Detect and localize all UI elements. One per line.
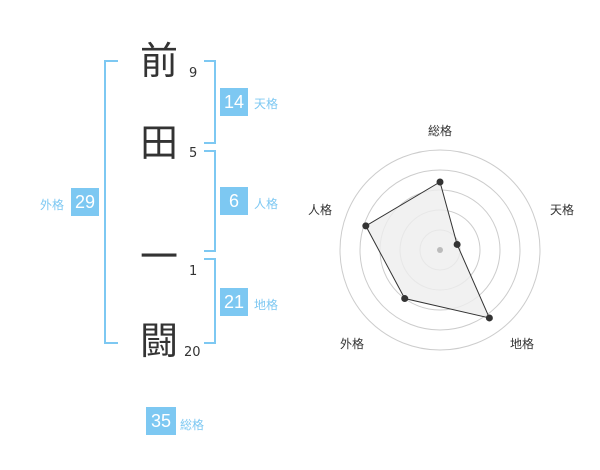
radar-point-5 [362, 222, 370, 230]
radar-point-4 [401, 295, 409, 303]
stroke-count-3: 1 [189, 264, 198, 279]
radar-label-chikaku: 地格 [510, 337, 535, 351]
stroke-count-1: 9 [189, 66, 198, 81]
radar-label-gaikaku: 外格 [340, 337, 365, 351]
jinkaku-label: 人格 [254, 197, 279, 211]
soukaku-badge: 35 [146, 407, 176, 435]
radar-polygon [365, 181, 491, 319]
radar-label-jinkaku: 人格 [308, 203, 333, 217]
radar-center [437, 247, 443, 253]
gaikaku-label: 外格 [40, 198, 65, 212]
jinkaku-bracket [204, 150, 216, 252]
tenkaku-bracket [204, 60, 216, 144]
radar-label-tenkaku: 天格 [550, 203, 575, 217]
radar-ring [339, 149, 541, 351]
radar-point-3 [485, 314, 493, 322]
jinkaku-badge: 6 [220, 187, 248, 215]
tenkaku-label: 天格 [254, 97, 279, 111]
gaikaku-badge: 29 [71, 188, 99, 216]
name-char-4: 闘 [140, 319, 179, 363]
radar-ring [359, 169, 521, 331]
radar-point-2 [453, 240, 461, 248]
stroke-count-2: 5 [189, 146, 198, 161]
name-char-1: 前 [140, 39, 179, 83]
chikaku-bracket [204, 258, 216, 344]
radar-point-1 [436, 178, 444, 186]
name-char-3: 一 [140, 235, 179, 279]
gaikaku-bracket [104, 60, 118, 344]
stroke-count-4: 20 [184, 345, 201, 360]
soukaku-label: 総格 [180, 418, 205, 432]
chikaku-label: 地格 [254, 298, 279, 312]
radar-label-soukaku: 総格 [428, 124, 453, 138]
name-char-2: 田 [140, 121, 179, 165]
chikaku-badge: 21 [220, 288, 248, 316]
tenkaku-badge: 14 [220, 88, 248, 116]
